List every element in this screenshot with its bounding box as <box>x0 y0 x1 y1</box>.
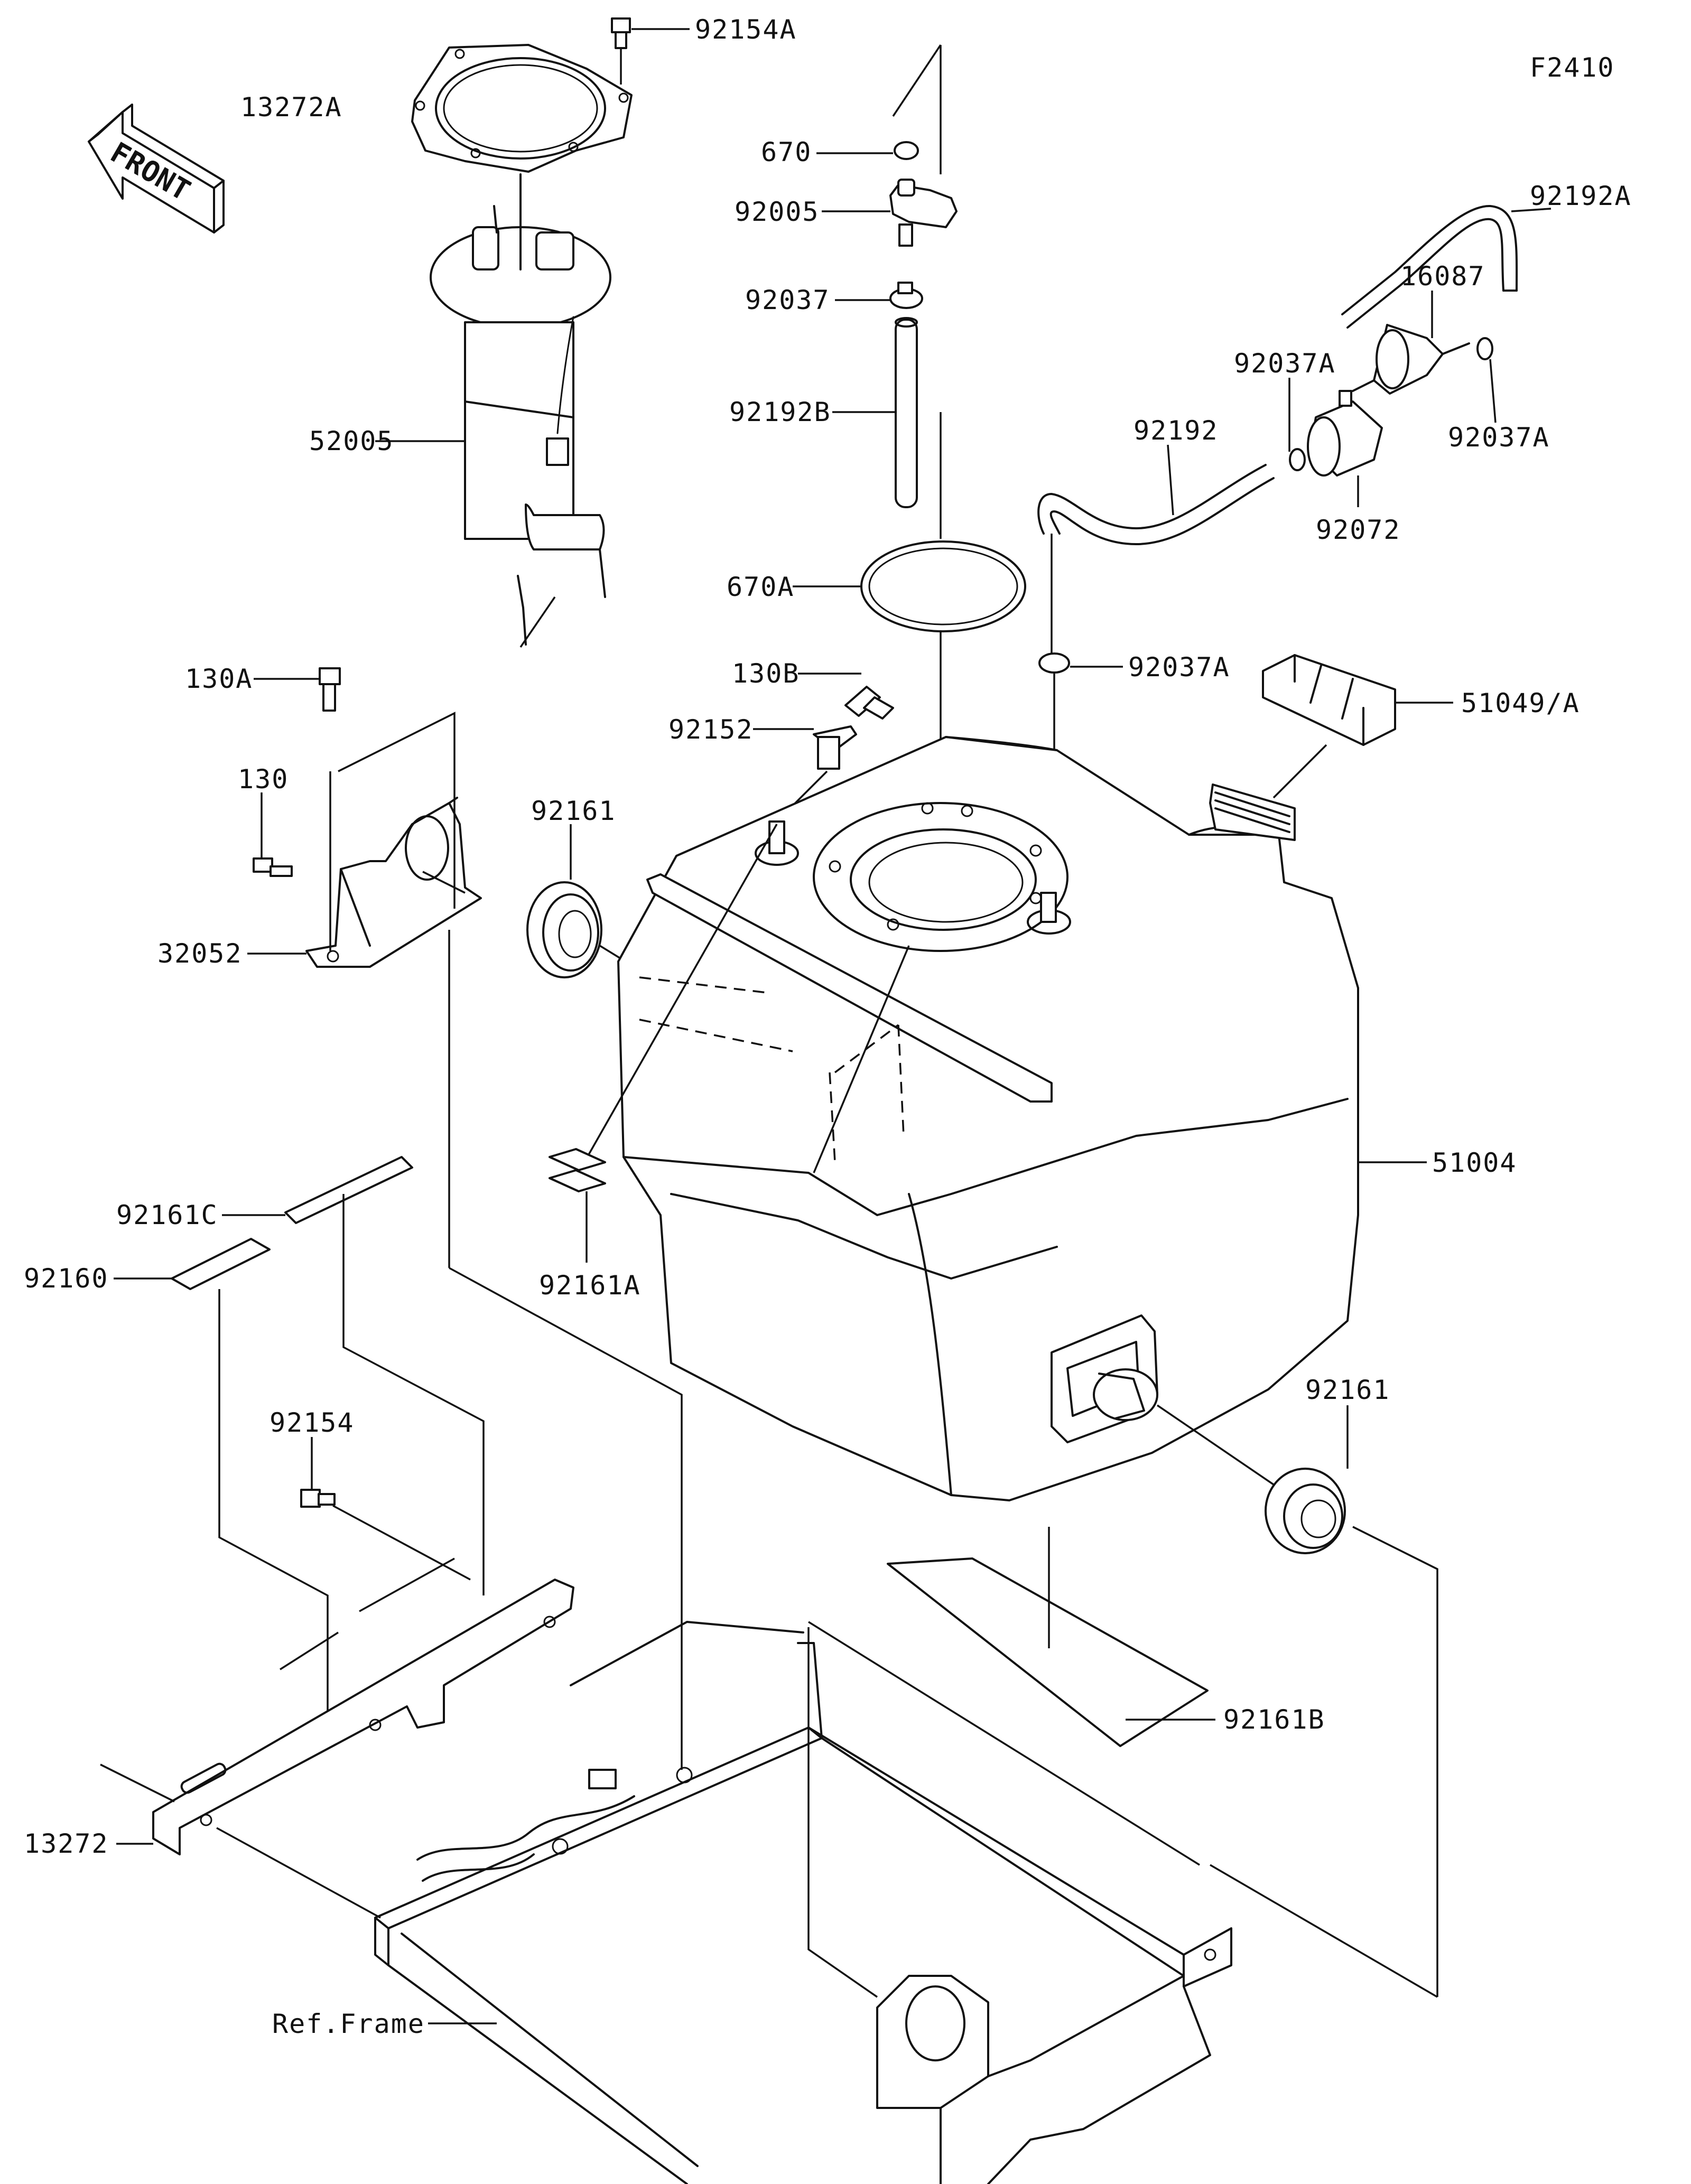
fuel-cap <box>1262 654 1396 746</box>
label-130: 130 <box>238 764 289 795</box>
label-92072: 92072 <box>1316 515 1401 545</box>
label-ref-frame: Ref.Frame <box>272 2009 425 2039</box>
label-13272A: 13272A <box>240 92 342 123</box>
pad-92160 <box>171 1238 271 1290</box>
pad-92161B <box>887 1557 1209 1747</box>
pad-92161C <box>284 1156 413 1224</box>
fitting-92005 <box>889 179 958 247</box>
hose-92192B <box>895 317 918 508</box>
label-92161C: 92161C <box>116 1200 218 1230</box>
bolt-92154 <box>300 1489 336 1508</box>
fuel-pump-gasket <box>411 44 633 173</box>
label-130B: 130B <box>732 658 800 689</box>
o-ring-670A <box>860 540 1026 632</box>
label-92160: 92160 <box>24 1263 109 1294</box>
label-92037A-upper-right: 92037A <box>1448 422 1550 453</box>
hose-92192A <box>1346 218 1504 329</box>
fuel-filter-16087 <box>1352 324 1470 395</box>
label-130A: 130A <box>185 664 253 694</box>
bolt-130 <box>253 857 293 877</box>
label-670A: 670A <box>727 572 794 602</box>
front-arrow-icon: FRONT <box>88 104 225 234</box>
fuel-pump-assembly <box>430 173 611 598</box>
clamp-92037A-lower <box>1038 652 1070 674</box>
label-16087: 16087 <box>1400 261 1485 292</box>
front-arrow-label: FRONT <box>105 136 196 208</box>
grommet-92161-right <box>1265 1468 1346 1554</box>
label-92005: 92005 <box>735 197 820 227</box>
bolt-130A <box>319 667 341 712</box>
label-92192A: 92192A <box>1530 181 1632 211</box>
frame-reference <box>374 1621 1232 2184</box>
clamp-92037 <box>889 282 923 309</box>
fuel-tank-51004 <box>617 736 1359 1501</box>
bracket-13272 <box>152 1579 574 1855</box>
collar-92072 <box>1307 390 1383 477</box>
label-92037: 92037 <box>745 285 830 315</box>
label-51049A: 51049/A <box>1461 688 1580 718</box>
bolt-92154A <box>611 17 631 49</box>
bolt-130B <box>844 686 894 720</box>
label-92037A-upper-left: 92037A <box>1234 348 1336 379</box>
label-52005: 52005 <box>309 426 394 456</box>
label-92161B: 92161B <box>1223 1704 1325 1735</box>
hose-92192 <box>1037 464 1267 535</box>
label-92154A: 92154A <box>695 14 797 45</box>
label-92192B: 92192B <box>729 397 831 427</box>
clamp-92037A-right <box>1476 337 1493 360</box>
label-670: 670 <box>761 137 812 167</box>
label-92161-left: 92161 <box>531 796 616 826</box>
o-ring-670 <box>894 141 919 160</box>
bracket-32052 <box>305 797 482 968</box>
label-92192: 92192 <box>1133 415 1219 446</box>
label-51004: 51004 <box>1432 1147 1517 1178</box>
pad-92161A <box>549 1148 606 1192</box>
grommet-92161-left <box>526 881 602 978</box>
label-13272: 13272 <box>24 1828 109 1859</box>
grommet-92152 <box>813 725 857 770</box>
label-92161A: 92161A <box>539 1270 641 1301</box>
label-92037A-lower: 92037A <box>1128 652 1230 683</box>
label-92154: 92154 <box>270 1407 355 1438</box>
label-92161-right: 92161 <box>1305 1375 1390 1405</box>
clamp-92037A-left <box>1289 448 1306 471</box>
label-32052: 32052 <box>157 938 243 969</box>
label-92152: 92152 <box>668 714 754 745</box>
diagram-code: F2410 <box>1530 52 1615 83</box>
